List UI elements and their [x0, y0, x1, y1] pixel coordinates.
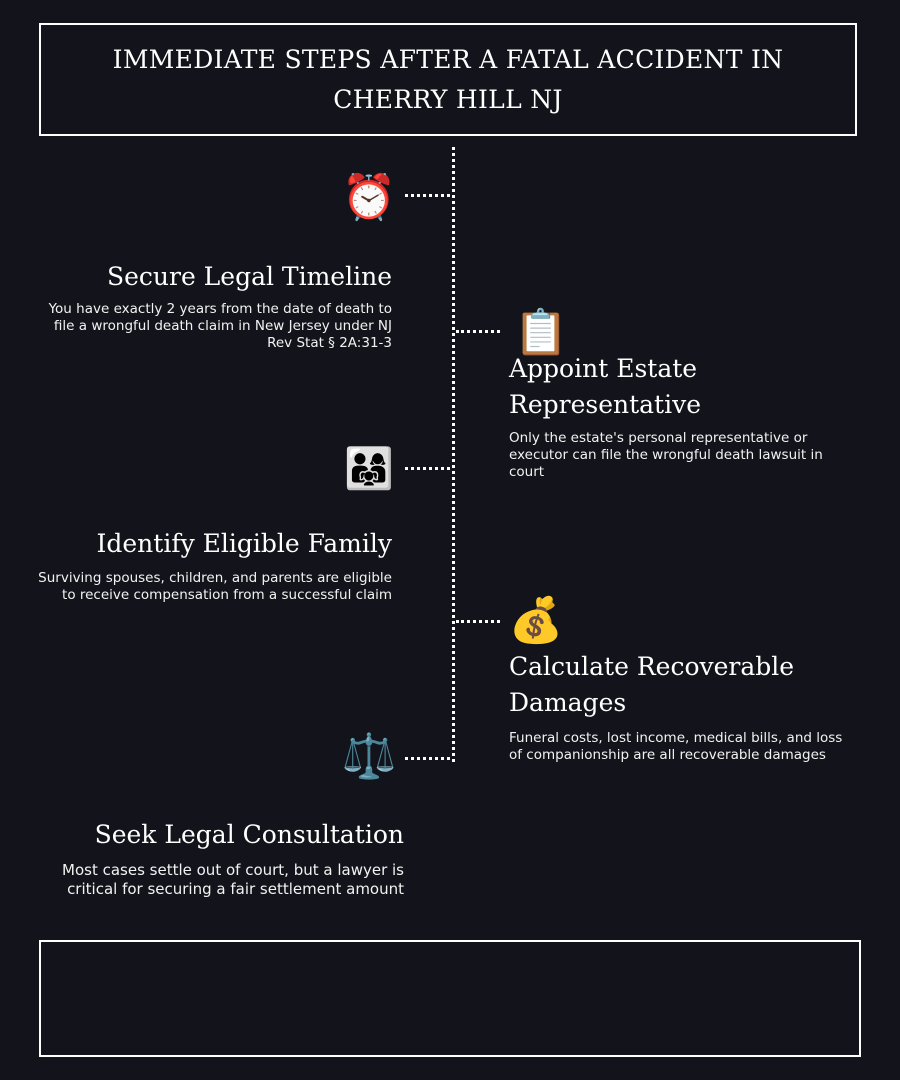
connector-step-4	[456, 620, 500, 623]
step-desc-identify-eligible-family: Surviving spouses, children, and parents…	[38, 570, 392, 603]
step-desc-calculate-recoverable-damages: Funeral costs, lost income, medical bill…	[509, 730, 843, 763]
step-title-identify-eligible-family: Identify Eligible Family	[96, 529, 393, 558]
footer-box	[39, 940, 861, 1057]
money-bag-icon: 💰	[508, 595, 564, 646]
step-title-secure-legal-timeline: Secure Legal Timeline	[106, 262, 392, 291]
page-title: IMMEDIATE STEPS AFTER A FATAL ACCIDENT I…	[112, 44, 784, 114]
alarm-clock-icon: ⏰	[341, 172, 397, 223]
header-box: IMMEDIATE STEPS AFTER A FATAL ACCIDENT I…	[39, 23, 857, 136]
step-desc-seek-legal-consultation: Most cases settle out of court, but a la…	[62, 861, 404, 898]
step-title-calculate-recoverable-damages: Calculate Recoverable Damages	[509, 652, 795, 717]
connector-step-2	[456, 330, 500, 333]
step-title-seek-legal-consultation: Seek Legal Consultation	[94, 820, 404, 849]
timeline-line	[452, 147, 455, 762]
step-desc-appoint-estate-representative: Only the estate's personal representativ…	[509, 430, 823, 480]
clipboard-icon: 📋	[513, 307, 569, 358]
family-icon: 👨‍👩‍👧	[344, 446, 394, 492]
connector-step-3	[405, 467, 450, 470]
step-title-appoint-estate-representative: Appoint Estate Representative	[509, 354, 702, 419]
scales-icon: ⚖️	[341, 731, 397, 782]
step-desc-secure-legal-timeline: You have exactly 2 years from the date o…	[48, 301, 392, 351]
connector-step-5	[405, 757, 450, 760]
connector-step-1	[405, 194, 450, 197]
